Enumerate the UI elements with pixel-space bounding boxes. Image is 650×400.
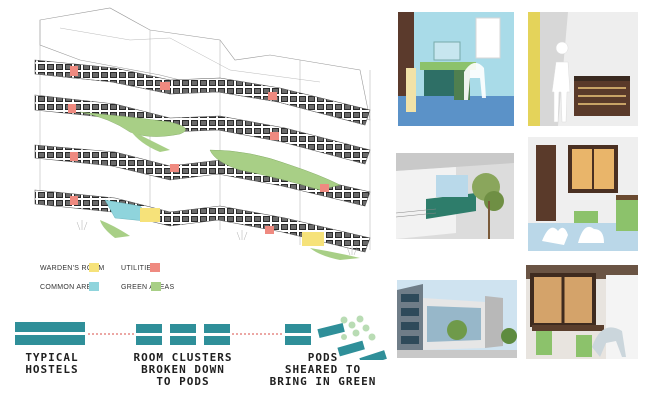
- pods: [285, 324, 311, 345]
- axonometric-building-diagram: [34, 7, 371, 260]
- floor-level-1: [34, 189, 371, 260]
- floor-level-2: [34, 130, 371, 207]
- typical-hostel-block-bottom: [15, 335, 85, 345]
- floor-level-3: [34, 94, 371, 165]
- legend-label-utilities: UTILITIES: [121, 265, 157, 272]
- legend-label-common-area: COMMON AREA: [40, 284, 97, 291]
- concept-strip-graphic: [15, 315, 387, 360]
- concept-label-typical-hostels: TYPICAL HOSTELS: [25, 351, 79, 376]
- legend-swatch-utilities: [150, 263, 160, 272]
- legend-swatch-wardens-room: [89, 263, 99, 272]
- render-room-figures: [528, 137, 638, 251]
- legend-swatch-green-areas: [151, 282, 161, 291]
- floor-level-4: [34, 59, 371, 126]
- concept-label-room-clusters: ROOM CLUSTERS BROKEN DOWN TO PODS: [133, 351, 233, 388]
- render-exterior-facade: [397, 280, 517, 358]
- sheared-pods-with-green: [317, 315, 387, 360]
- concept-label-pods-sheared: PODS SHEARED TO BRING IN GREEN: [269, 351, 377, 388]
- room-cluster-pods: [136, 324, 230, 345]
- typical-hostel-block-top: [15, 322, 85, 332]
- legend-label-wardens-room: WARDEN'S ROOM: [40, 265, 105, 272]
- legend-swatch-common-area: [89, 282, 99, 291]
- render-corridor-green-wall: [396, 153, 514, 239]
- render-wardrobe-figure: [528, 12, 638, 126]
- legend-label-green-areas: GREEN AREAS: [121, 284, 175, 291]
- render-window-desk-figure: [526, 265, 638, 359]
- render-study-room-blue: [398, 12, 514, 126]
